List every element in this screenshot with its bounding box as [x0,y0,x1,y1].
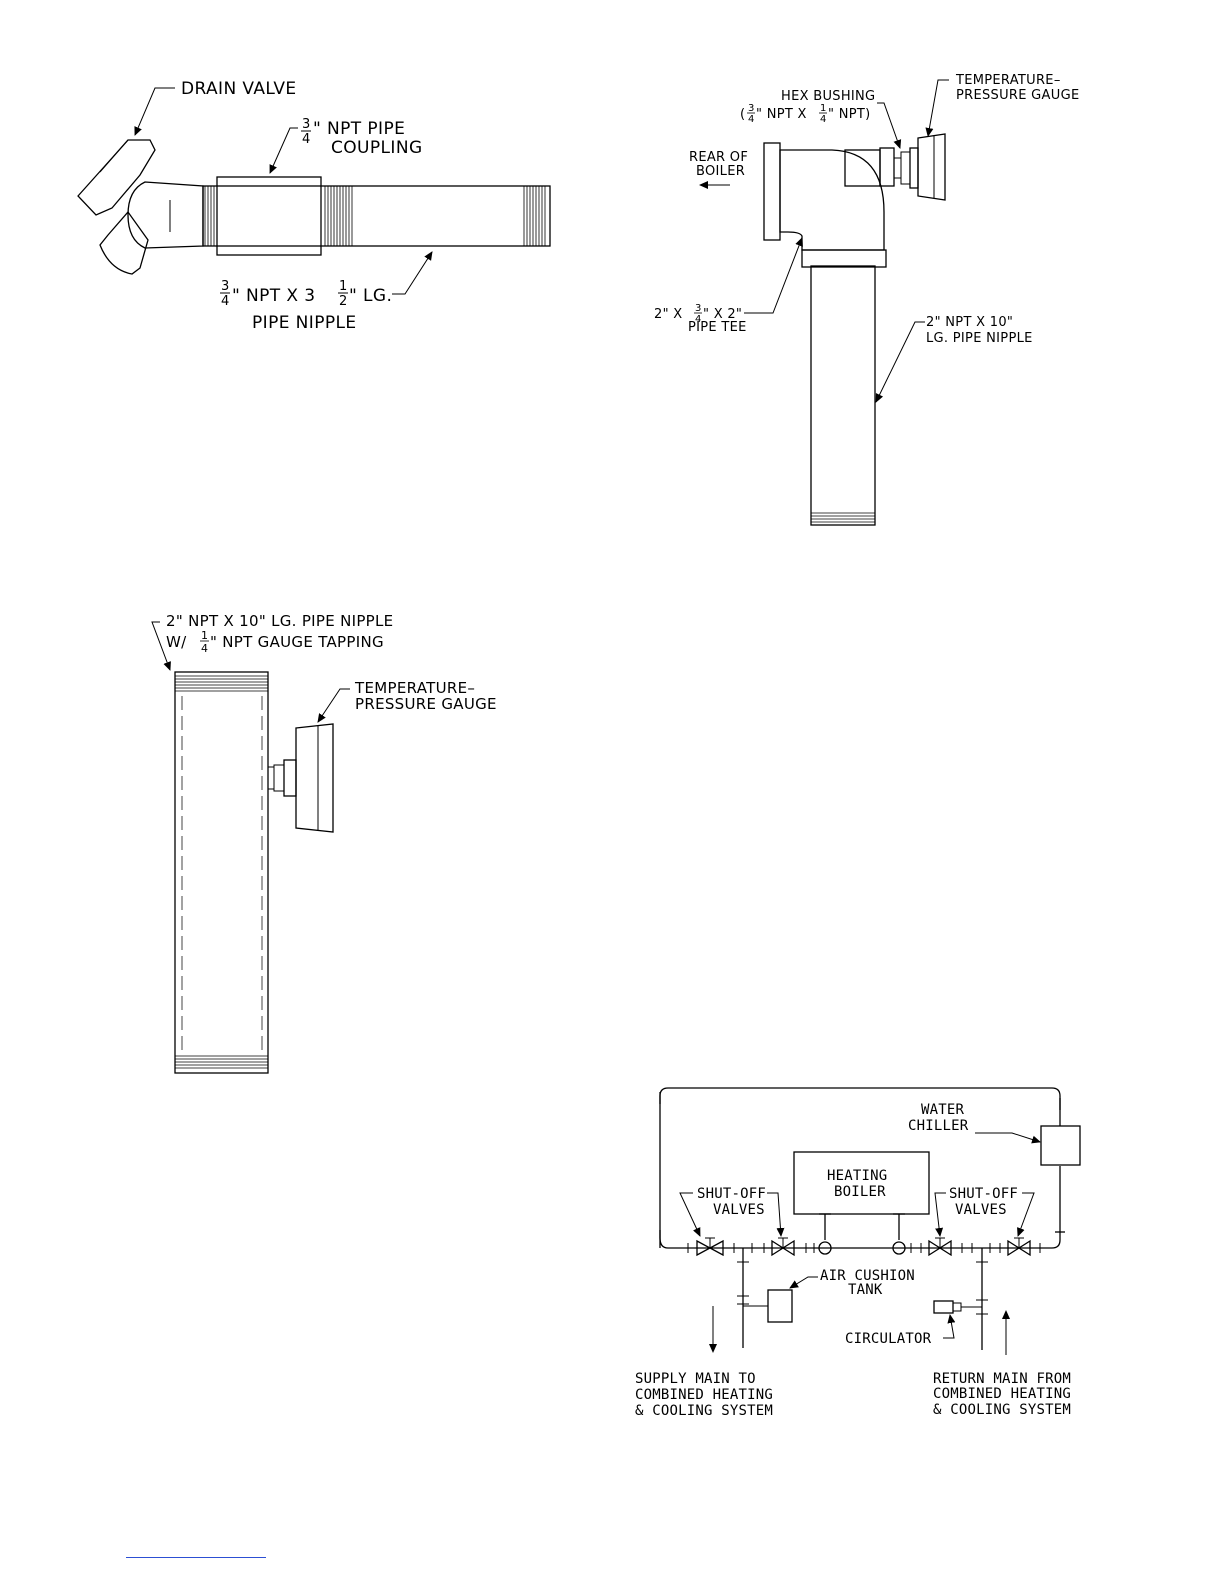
gauge-dial [295,723,334,833]
tee-flange [763,142,781,241]
footnote-rule [126,1557,266,1558]
tee-frac-num: 3 [695,303,702,314]
drain-valve-assembly: DRAIN VALVE 3 4 " NPT PIPE COUPLING 3 4 … [77,79,551,333]
tee-nipple-label-1: 2" NPT X 10" [926,315,1013,330]
nipple-gauge-assembly: 2" NPT X 10" LG. PIPE NIPPLE W/ 1 4 " NP… [151,612,497,1074]
tee-collar [801,249,887,268]
half-num: 1 [339,279,348,294]
tee-frac-den: 4 [695,314,702,325]
large-pipe-nipple [174,671,269,1074]
gauge-label-2: PRESSURE GAUGE [956,88,1079,103]
water-chiller-label-1: WATER [921,1102,965,1118]
tee-nipple-label-2: LG. PIPE NIPPLE [926,331,1033,346]
supply-label-1: SUPPLY MAIN TO [635,1371,756,1387]
tee-label-1b: " X 2" [703,307,742,322]
main-header-pipe [659,1237,1061,1249]
pipe-coupling [216,176,322,256]
shutoff-left-label-1: SHUT-OFF [697,1186,766,1202]
nipple-threads-mid [324,186,353,246]
nipple-bottom-threads [811,512,875,523]
shutoff-valve-left-1 [696,1237,724,1257]
shutoff-right-label-2: VALVES [955,1202,1007,1218]
frac-den: 4 [302,132,311,147]
hex-frac-b-den: 4 [820,114,827,125]
nipple-label-1a: " NPT X 3 [232,286,315,306]
frac-den-2: 4 [221,294,230,309]
supply-label-3: & COOLING SYSTEM [635,1403,773,1419]
large-frac-den: 4 [201,642,208,655]
half-den: 2 [339,294,348,309]
circulator-label: CIRCULATOR [845,1331,932,1347]
air-cushion-tank [767,1289,793,1323]
heating-boiler [793,1151,930,1215]
gauge-label-1: TEMPERATURE– [955,73,1061,88]
header-ticks [687,1243,1041,1253]
shutoff-valve-right-1 [928,1237,952,1257]
vertical-pipe-nipple [810,265,876,526]
shutoff-left-label-2: VALVES [713,1202,765,1218]
return-label-3: & COOLING SYSTEM [933,1402,1071,1418]
large-gauge-label-2: PRESSURE GAUGE [355,695,497,713]
drain-valve [77,139,204,275]
rear-label-1: REAR OF [689,150,748,165]
hex-bushing-label-2c: " NPT) [828,107,871,122]
shutoff-valve-left-2 [771,1237,795,1257]
nipple-label-1b: " LG. [349,286,392,306]
tee-assembly: HEX BUSHING ( 3 4 " NPT X 1 4 " NPT) TEM… [654,73,1079,526]
circulator-pump [933,1300,954,1314]
hex-bushing-paren: ( [740,107,745,122]
frac-num: 3 [302,117,311,132]
nipple-threads-left [204,186,215,246]
air-cushion-label-1: AIR CUSHION [820,1268,915,1284]
coupling-label-2: COUPLING [331,138,423,158]
hex-bushing [879,147,895,187]
large-nipple-label-2b: " NPT GAUGE TAPPING [210,633,384,651]
rear-label-2: BOILER [696,164,745,179]
heating-boiler-label-1: HEATING [827,1168,887,1184]
nipple-threads-right [523,186,546,246]
frac-num-2: 3 [221,279,230,294]
drain-valve-label: DRAIN VALVE [181,79,297,99]
large-frac-num: 1 [201,629,208,642]
large-nipple-label-2a: W/ [166,633,187,651]
shutoff-valve-right-2 [1007,1237,1031,1257]
coupling-label-1: " NPT PIPE [313,119,405,139]
large-nipple-top-threads [175,675,268,692]
hex-frac-a-num: 3 [748,103,755,114]
heating-boiler-label-2: BOILER [834,1184,886,1200]
large-nipple-bottom-threads [175,1055,268,1069]
pipe-nipple [202,185,551,247]
return-label-1: RETURN MAIN FROM [933,1371,1071,1387]
hex-bushing-label-1: HEX BUSHING [781,89,875,104]
water-chiller-label-2: CHILLER [908,1118,969,1134]
hex-bushing-label-2b: " NPT X [756,107,807,122]
air-cushion-label-2: TANK [848,1282,883,1298]
hex-frac-b-num: 1 [820,103,827,114]
tee-label-1a: 2" X [654,307,683,322]
supply-label-2: COMBINED HEATING [635,1387,773,1403]
return-label-2: COMBINED HEATING [933,1386,1071,1402]
pipe-tee [779,149,885,251]
tee-label-2: PIPE TEE [688,320,747,335]
shutoff-right-label-1: SHUT-OFF [949,1186,1018,1202]
large-gauge-label-1: TEMPERATURE– [354,679,475,697]
large-nipple-label-1: 2" NPT X 10" LG. PIPE NIPPLE [166,612,393,630]
piping-schematic: WATER CHILLER HEATING BOILER SHUT-OFF VA… [635,1087,1081,1419]
temperature-pressure-gauge [917,133,946,201]
water-chiller [1040,1125,1081,1166]
hex-frac-a-den: 4 [748,114,755,125]
nipple-label-2: PIPE NIPPLE [252,313,357,333]
